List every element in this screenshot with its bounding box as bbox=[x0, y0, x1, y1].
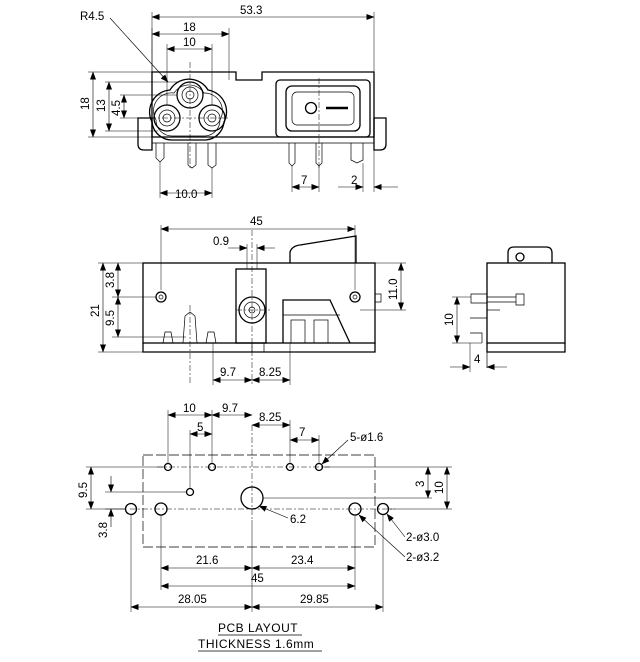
dim-5-pcb: 5 bbox=[197, 422, 203, 434]
rocker-switch-bezel bbox=[275, 79, 371, 138]
hole-1-6 bbox=[185, 487, 195, 497]
rocker-switch bbox=[285, 85, 361, 132]
label-6-2: 6.2 bbox=[290, 514, 306, 526]
dim-4-side: 4 bbox=[474, 354, 481, 366]
dim-13: 13 bbox=[96, 99, 108, 112]
dim-2: 2 bbox=[351, 175, 357, 187]
front-view-body bbox=[142, 262, 376, 344]
dim-23-4: 23.4 bbox=[291, 555, 314, 567]
label-2-holes-3-2: 2-ø3.2 bbox=[406, 552, 439, 564]
dim-18-left: 18 bbox=[80, 97, 92, 110]
dim-4-5: 4.5 bbox=[111, 100, 123, 116]
label-r4-5: R4.5 bbox=[80, 11, 104, 23]
dim-21: 21 bbox=[90, 304, 102, 317]
pcb-layout-title: PCB LAYOUT bbox=[218, 621, 298, 635]
dim-8-25-front: 8.25 bbox=[259, 367, 281, 379]
dim-28-05: 28.05 bbox=[178, 594, 207, 606]
side-view: 10 4 bbox=[444, 246, 566, 372]
dim-9-5-pcb: 9.5 bbox=[78, 482, 90, 498]
dim-45-pcb: 45 bbox=[251, 573, 264, 585]
top-view: 53.3 18 10 R4.5 18 13 4.5 10.0 7 bbox=[80, 5, 398, 201]
dim-7-pcb: 7 bbox=[299, 427, 305, 439]
label-2-holes-3-0: 2-ø3.0 bbox=[406, 532, 439, 544]
dim-53-3: 53.3 bbox=[240, 5, 262, 17]
dim-10-top: 10 bbox=[183, 37, 196, 49]
pcb-layout: 10 9.7 5 8.25 7 5-ø1.6 9.5 3.8 10 3 6. bbox=[78, 403, 452, 652]
dim-10-pcb-right: 10 bbox=[434, 481, 446, 494]
dim-3-8-pcb: 3.8 bbox=[98, 522, 110, 538]
dim-29-85: 29.85 bbox=[300, 594, 329, 606]
dim-10-pcb: 10 bbox=[183, 403, 196, 415]
label-5-holes: 5-ø1.6 bbox=[350, 432, 383, 444]
pcb-outline bbox=[142, 454, 376, 548]
dim-9-7-pcb: 9.7 bbox=[222, 403, 238, 415]
dim-10-0: 10.0 bbox=[175, 189, 197, 201]
hole-3-0 bbox=[376, 502, 390, 516]
dim-18-top: 18 bbox=[183, 22, 196, 34]
inlet-outline bbox=[148, 78, 228, 141]
top-view-body bbox=[151, 71, 375, 138]
front-view: 45 0.9 21 3.8 9.5 11.0 9.7 8.25 bbox=[90, 216, 406, 385]
dim-10-side: 10 bbox=[444, 313, 456, 326]
pcb-thickness: THICKNESS 1.6mm bbox=[198, 637, 314, 651]
dim-9-5-front: 9.5 bbox=[105, 310, 117, 326]
dim-8-25-pcb: 8.25 bbox=[259, 412, 281, 424]
dim-0-9: 0.9 bbox=[213, 236, 229, 248]
dim-11-0: 11.0 bbox=[388, 278, 400, 300]
dim-21-6: 21.6 bbox=[196, 555, 218, 567]
dim-7: 7 bbox=[301, 175, 307, 187]
dim-45-front: 45 bbox=[250, 216, 263, 228]
dim-3-8: 3.8 bbox=[105, 272, 117, 288]
dim-9-7-front: 9.7 bbox=[220, 367, 236, 379]
dim-3-pcb: 3 bbox=[415, 481, 427, 487]
side-view-body bbox=[486, 262, 566, 344]
hole-3-0 bbox=[124, 502, 138, 516]
